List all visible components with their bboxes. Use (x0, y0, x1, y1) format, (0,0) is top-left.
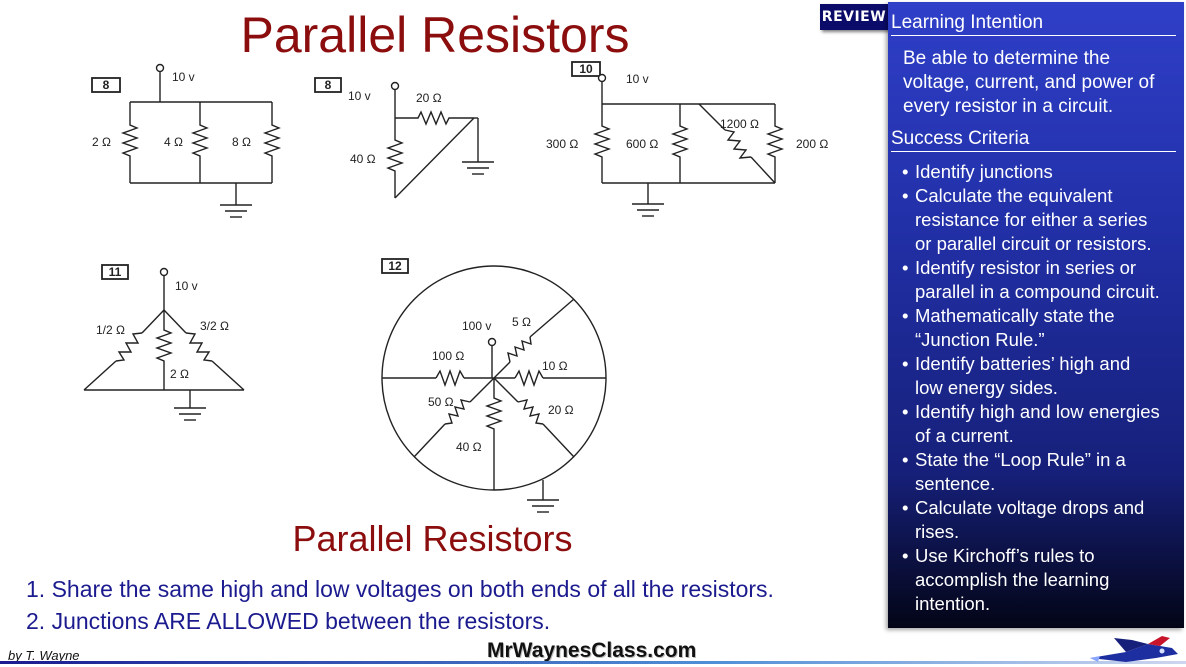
jet-logo-icon (1090, 636, 1178, 662)
resistor-label: 2 Ω (92, 135, 111, 149)
voltage-label: 10 v (175, 279, 198, 293)
criteria-item: State the “Loop Rule” in a sentence. (902, 448, 1182, 496)
resistor-label: 200 Ω (796, 137, 828, 151)
criteria-item: Calculate the equivalent resistance for … (902, 184, 1182, 256)
resistor-label: 5 Ω (512, 315, 531, 329)
resistor-label: 600 Ω (626, 137, 658, 151)
circuit-8-triangle: 8 10 v 20 Ω 40 Ω (314, 77, 494, 199)
criteria-item: Identify high and low energies of a curr… (902, 400, 1182, 448)
rule-2: 2. Junctions ARE ALLOWED between the res… (26, 608, 551, 634)
circuit-12: 12 100 v 5 Ω 100 Ω 10 Ω 50 Ω 20 Ω 40 Ω (381, 258, 607, 513)
resistor-label: 10 Ω (542, 359, 568, 373)
circuit-number: 10 (579, 62, 593, 76)
resistor-label: 2 Ω (170, 367, 189, 381)
voltage-label: 10 v (626, 72, 649, 86)
author-credit: by T. Wayne (8, 648, 80, 663)
resistor-label: 8 Ω (232, 135, 251, 149)
voltage-label: 10 v (348, 89, 371, 103)
rule-1: 1. Share the same high and low voltages … (26, 576, 774, 602)
criteria-item: Calculate voltage drops and rises. (902, 496, 1182, 544)
voltage-label: 100 v (462, 319, 491, 333)
resistor-label: 20 Ω (416, 91, 442, 105)
criteria-item: Identify resistor in series or parallel … (902, 256, 1182, 304)
circuit-8-parallel: 8 10 v 2 Ω 4 Ω 8 Ω (91, 63, 282, 218)
intention-heading: Learning Intention (891, 12, 1176, 36)
resistor-label: 40 Ω (350, 152, 376, 166)
review-badge: REVIEW (820, 4, 888, 30)
circuit-diagrams: 8 10 v 2 Ω 4 Ω 8 Ω 8 10 v 20 Ω 40 Ω (83, 61, 828, 513)
criteria-item: Use Kirchoff’s rules to accomplish the l… (902, 544, 1182, 616)
footer-divider (0, 661, 1186, 664)
resistor-label: 3/2 Ω (200, 319, 229, 333)
resistor-label: 1200 Ω (720, 117, 759, 131)
criteria-item: Mathematically state the “Junction Rule.… (902, 304, 1182, 352)
circuit-number: 8 (103, 78, 110, 92)
criteria-item: Identify junctions (902, 160, 1182, 184)
criteria-list: Identify junctions Calculate the equival… (902, 160, 1182, 616)
subtitle: Parallel Resistors (292, 518, 573, 559)
learning-panel: Learning Intention Be able to determine … (888, 2, 1184, 628)
resistor-label: 300 Ω (546, 137, 578, 151)
resistor-label: 50 Ω (428, 395, 454, 409)
circuit-11: 11 10 v 1/2 Ω 3/2 Ω 2 Ω (83, 264, 245, 421)
resistor-label: 4 Ω (164, 135, 183, 149)
resistor-label: 20 Ω (548, 403, 574, 417)
criteria-heading: Success Criteria (891, 128, 1176, 152)
resistor-label: 1/2 Ω (96, 323, 125, 337)
circuit-10: 10 10 v 300 Ω 600 Ω 1200 Ω 200 Ω (546, 61, 828, 217)
voltage-label: 10 v (172, 70, 195, 84)
criteria-item: Identify batteries’ high and low energy … (902, 352, 1182, 400)
circuit-number: 11 (109, 265, 122, 279)
site-name: MrWaynesClass.com (487, 639, 697, 662)
circuit-number: 12 (388, 259, 402, 273)
intention-text: Be able to determine the voltage, curren… (903, 48, 1155, 117)
circuit-number: 8 (325, 78, 332, 92)
resistor-label: 100 Ω (432, 349, 464, 363)
slide-title: Parallel Resistors (240, 7, 630, 63)
resistor-label: 40 Ω (456, 440, 482, 454)
